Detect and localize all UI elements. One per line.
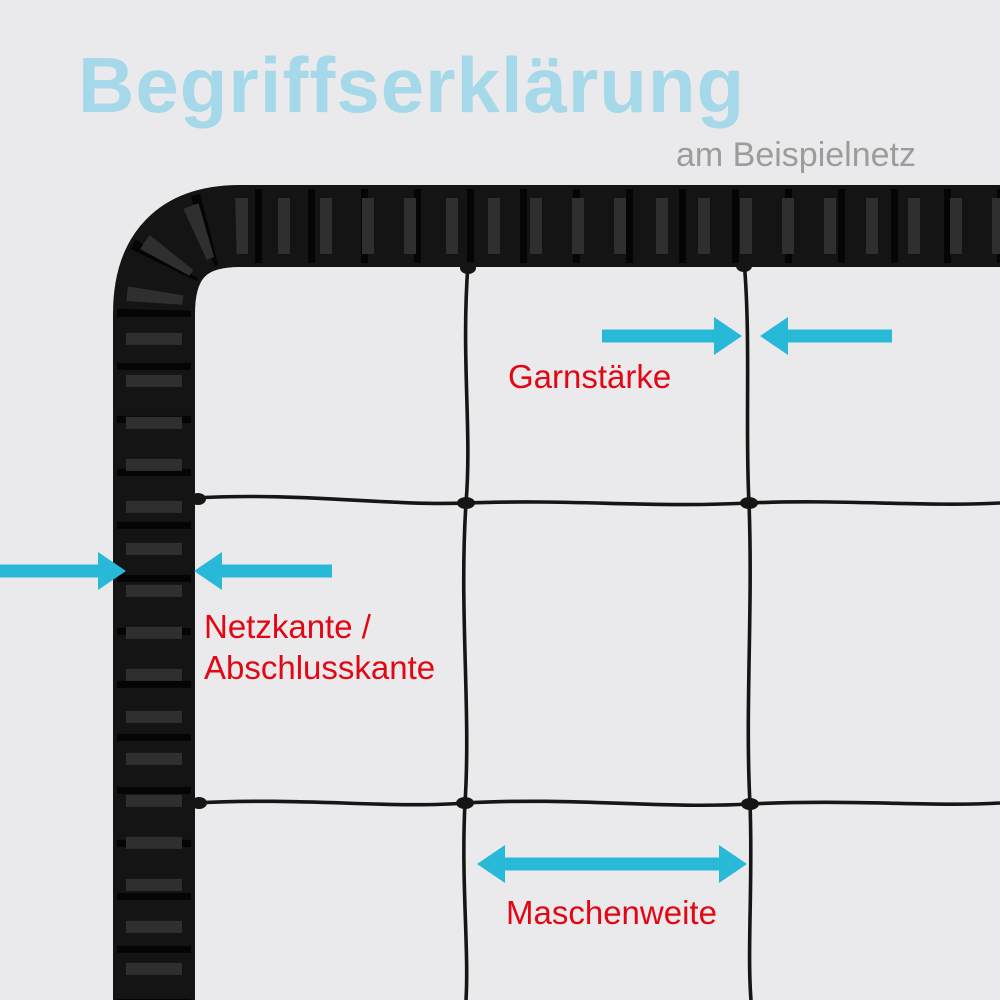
netzkante-arrows xyxy=(0,552,332,590)
garnstaerke-arrows xyxy=(602,317,892,355)
netzkante-label-line1: Netzkante / xyxy=(204,608,371,645)
maschenweite-arrow xyxy=(477,845,747,883)
page-title: Begriffserklärung xyxy=(78,41,746,129)
netzkante-label: Netzkante / Abschlusskante xyxy=(204,606,435,688)
netzkante-label-line2: Abschlusskante xyxy=(204,649,436,686)
net-border-rope xyxy=(113,185,1000,1000)
page-subtitle: am Beispielnetz xyxy=(675,136,916,174)
net-mesh-lines xyxy=(193,259,1000,1000)
net-knots xyxy=(190,260,759,810)
garnstaerke-label: Garnstärke xyxy=(508,358,672,395)
maschenweite-label: Maschenweite xyxy=(506,894,717,931)
